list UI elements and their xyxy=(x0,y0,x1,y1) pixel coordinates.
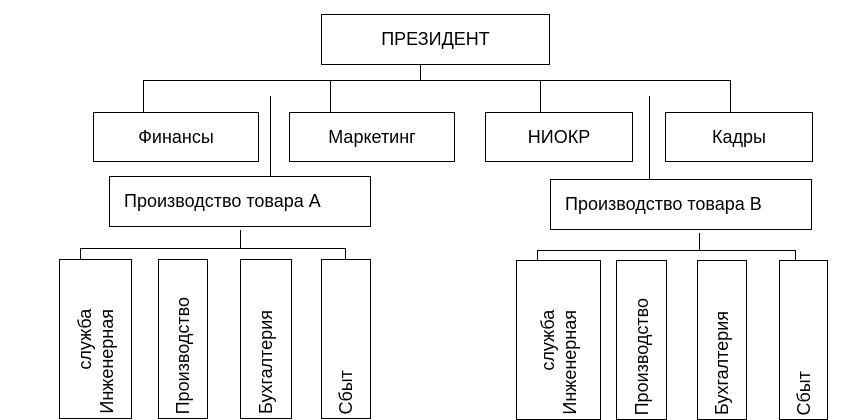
unit-label: Бухгалтерия xyxy=(256,310,276,414)
department-rnd-box: НИОКР xyxy=(485,112,633,162)
division-b-unit-production: Производство xyxy=(616,260,667,420)
division-b-unit-sales: Сбыт xyxy=(779,260,828,420)
department-finance-label: Финансы xyxy=(138,126,214,147)
unit-label: Инженерная xyxy=(96,309,117,414)
unit-label: Производство xyxy=(173,296,193,414)
unit-label: Бухгалтерия xyxy=(712,311,732,415)
unit-label: Производство xyxy=(631,297,652,415)
president-label: ПРЕЗИДЕНТ xyxy=(381,29,490,49)
unit-label: Сбыт xyxy=(793,370,814,416)
department-hr-box: Кадры xyxy=(665,112,813,162)
division-b-label: Производство товара B xyxy=(565,194,762,214)
president-box: ПРЕЗИДЕНТ xyxy=(321,14,550,65)
division-b-box: Производство товара B xyxy=(550,179,812,230)
department-hr-label: Кадры xyxy=(712,126,766,147)
unit-label: служба xyxy=(537,310,558,372)
division-a-unit-production: Производство xyxy=(158,259,208,419)
division-a-unit-sales: Сбыт xyxy=(321,259,371,419)
unit-label: Сбыт xyxy=(336,369,356,415)
division-a-unit-accounting: Бухгалтерия xyxy=(240,259,292,419)
department-marketing-label: Маркетинг xyxy=(328,126,416,147)
department-marketing-box: Маркетинг xyxy=(289,112,455,162)
department-rnd-label: НИОКР xyxy=(527,126,591,147)
unit-label: служба xyxy=(74,309,95,371)
division-a-label: Производство товара A xyxy=(124,191,321,211)
department-finance-box: Финансы xyxy=(93,112,259,162)
division-a-box: Производство товара A xyxy=(109,176,371,227)
unit-label: Инженерная xyxy=(559,310,580,415)
division-b-unit-accounting: Бухгалтерия xyxy=(697,260,747,420)
